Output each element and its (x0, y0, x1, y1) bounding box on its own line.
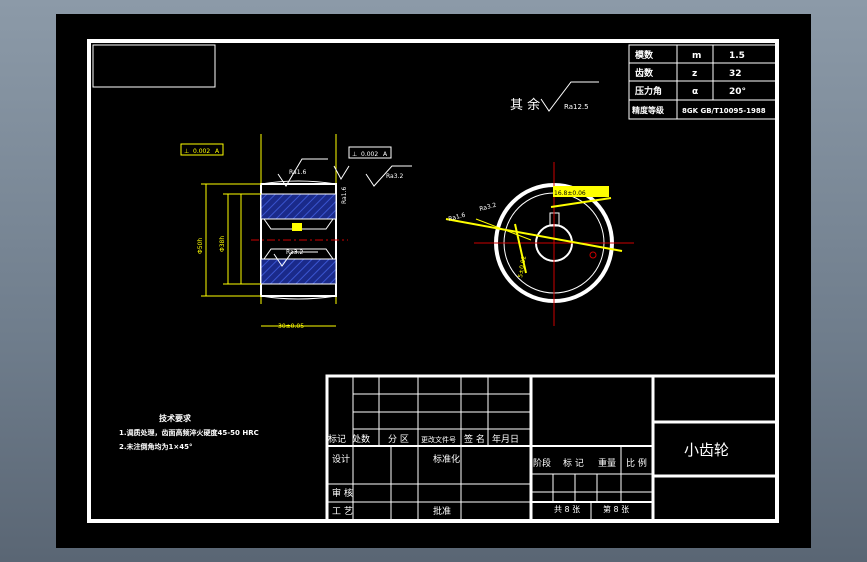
tb-check: 审 核 (332, 487, 353, 499)
param-val-0: 1.5 (729, 51, 745, 61)
dim-outer: Φ50h (197, 238, 204, 254)
dim-inner: Φ38h (219, 236, 226, 252)
front-roughness-b: Ra3.2 (479, 202, 498, 213)
param-val-1: 32 (729, 69, 742, 79)
section-view (201, 134, 412, 327)
param-val-2: 20° (729, 87, 746, 97)
tech-req-title: 技术要求 (159, 413, 192, 423)
drawing-sheet: 模数 m 1.5 齿数 z 32 压力角 α 20° 精度等级 8GK GB/T… (56, 14, 811, 548)
param-name-0: 模数 (635, 49, 654, 61)
title-block (325, 374, 779, 523)
dim-width: 30±0.05 (278, 323, 304, 330)
param-sym-1: z (692, 69, 697, 79)
tol-left-value: 0.002 (193, 148, 210, 155)
param-name-3: 精度等级 (632, 105, 665, 115)
tb-scale: 比 例 (626, 457, 647, 469)
tol-right-value: 0.002 (361, 151, 378, 158)
tb-h-date: 年月日 (492, 433, 519, 445)
tb-total: 共 8 张 (554, 505, 580, 514)
param-sym-0: m (692, 51, 701, 61)
tb-approve: 批准 (433, 505, 451, 517)
tol-left-datum: A (215, 148, 220, 155)
roughness-right: Ra3.2 (386, 173, 403, 180)
param-val-3: 8GK GB/T10095-1988 (682, 107, 766, 115)
params-table (628, 44, 778, 120)
keyway-dim: 16.8±0.06 (554, 190, 586, 197)
tb-h-sign: 签 名 (464, 433, 485, 445)
front-view (445, 162, 634, 326)
tol-right-symbol: ⊥ (352, 151, 357, 158)
tech-req-line-1: 1.调质处理，齿面高频淬火硬度45-50 HRC (119, 428, 259, 437)
roughness-top: Ra1.6 (289, 169, 306, 176)
corner-box (92, 44, 216, 88)
tb-process: 工 艺 (332, 506, 353, 517)
keyway-width: 5±0.02 (517, 255, 528, 278)
roughness-side: Ra1.6 (341, 187, 348, 204)
tol-left-symbol: ⊥ (184, 148, 189, 155)
tb-sheet: 第 8 张 (603, 504, 629, 514)
param-name-2: 压力角 (635, 85, 662, 97)
front-roughness-a: Ra1.6 (448, 212, 467, 223)
tb-h-mark: 标记 (328, 433, 346, 445)
tb-weight: 重量 (598, 457, 616, 469)
tb-h-doc: 更改文件号 (421, 435, 456, 444)
tb-stage-mark: 标 记 (563, 457, 584, 469)
tb-h-count: 处数 (352, 433, 370, 445)
roughness-other-value: Ra12.5 (564, 103, 589, 111)
roughness-bore: Ra3.2 (286, 249, 303, 256)
roughness-other-label: 其 余 (510, 97, 540, 113)
param-sym-2: α (692, 87, 698, 97)
part-name: 小齿轮 (684, 441, 729, 459)
roughness-other-symbol (540, 81, 599, 112)
tb-h-zone: 分 区 (388, 434, 409, 445)
param-name-1: 齿数 (635, 67, 654, 79)
tb-stage: 阶段 (533, 457, 551, 469)
tol-right-datum: A (383, 151, 388, 158)
tech-req-line-2: 2.未注倒角均为1×45° (119, 442, 193, 451)
tb-design: 设计 (332, 453, 350, 465)
tb-standard: 标准化 (433, 453, 460, 465)
